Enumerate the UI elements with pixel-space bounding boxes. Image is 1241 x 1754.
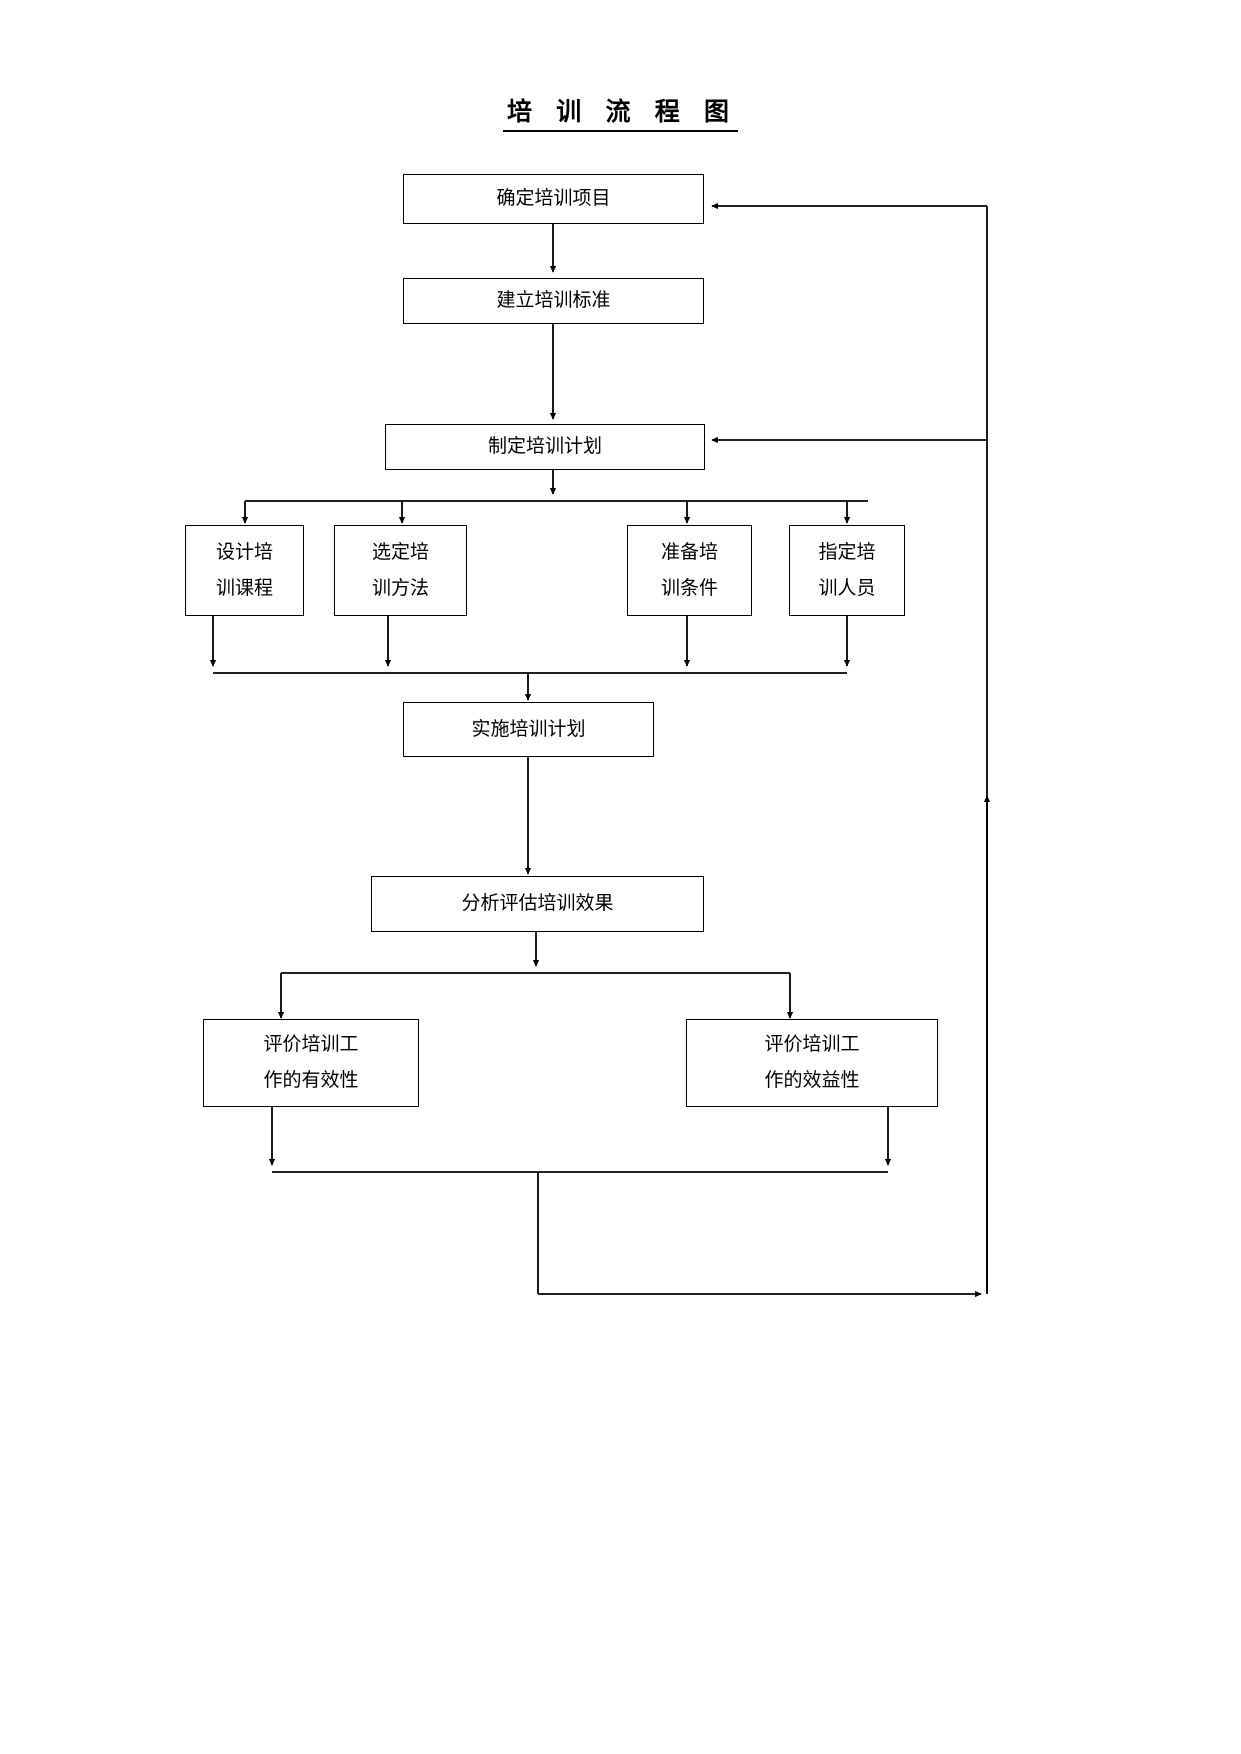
node-label-line1: 设计培 — [215, 541, 273, 563]
node-label-line2: 训条件 — [660, 577, 718, 599]
node-analyze-evaluate-training-effect[interactable]: 分析评估培训效果 — [371, 876, 704, 932]
node-label: 确定培训项目 — [496, 188, 611, 209]
node-label-line1: 选定培 — [371, 541, 429, 563]
node-evaluate-training-effectiveness[interactable]: 评价培训工 作的有效性 — [203, 1019, 419, 1107]
page-title-text: 培 训 流 程 图 — [502, 99, 738, 132]
node-establish-training-standard[interactable]: 建立培训标准 — [403, 278, 704, 324]
node-label-line2: 作的有效性 — [263, 1070, 359, 1091]
node-label-line2: 作的效益性 — [764, 1070, 860, 1091]
node-label: 制定培训计划 — [487, 436, 602, 457]
node-label: 分析评估培训效果 — [461, 893, 614, 914]
node-assign-training-personnel[interactable]: 指定培 训人员 — [789, 525, 905, 616]
node-formulate-training-plan[interactable]: 制定培训计划 — [385, 424, 705, 470]
node-label-line2: 训人员 — [818, 577, 876, 599]
node-evaluate-training-benefit[interactable]: 评价培训工 作的效益性 — [686, 1019, 938, 1107]
node-label-line1: 准备培 — [660, 541, 718, 563]
page-title: 培 训 流 程 图 — [0, 92, 1241, 132]
node-design-training-course[interactable]: 设计培 训课程 — [185, 525, 304, 616]
node-implement-training-plan[interactable]: 实施培训计划 — [403, 702, 654, 757]
node-determine-training-project[interactable]: 确定培训项目 — [403, 174, 704, 224]
node-prepare-training-condition[interactable]: 准备培 训条件 — [627, 525, 752, 616]
node-label: 建立培训标准 — [496, 290, 611, 311]
node-label-line1: 指定培 — [818, 541, 876, 563]
node-label-line1: 评价培训工 — [263, 1034, 359, 1055]
node-select-training-method[interactable]: 选定培 训方法 — [334, 525, 467, 616]
node-label-line2: 训方法 — [371, 577, 429, 599]
node-label: 实施培训计划 — [471, 718, 586, 740]
node-label-line1: 评价培训工 — [764, 1034, 860, 1055]
node-label-line2: 训课程 — [215, 577, 273, 599]
